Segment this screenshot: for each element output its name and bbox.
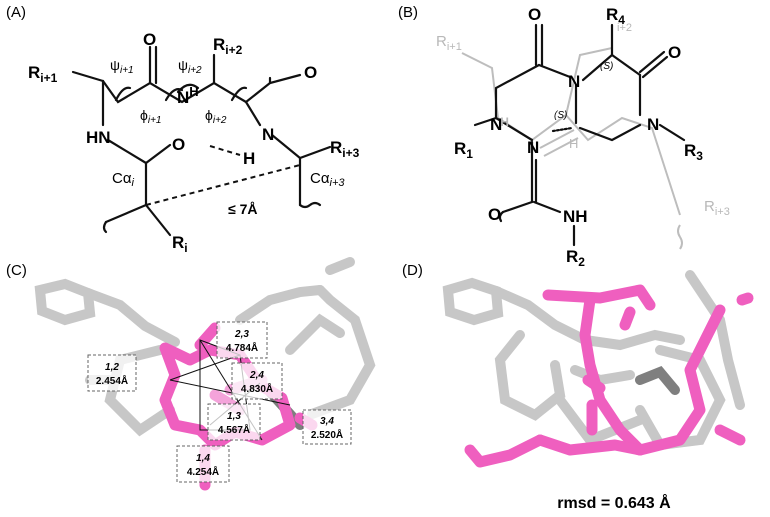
panel-a-r-i1: Ri+1	[28, 63, 58, 85]
panel-b-nh: NH	[563, 207, 588, 226]
panel-b-n1: N	[568, 72, 580, 91]
panel-b-r1: R1	[454, 139, 473, 161]
svg-text:2.454Å: 2.454Å	[96, 374, 128, 387]
panel-a-h-bond-h: H	[243, 149, 255, 168]
panel-a-phi-i1: ϕi+1	[140, 107, 161, 126]
panel-b-ghost-r-i1: Ri+1	[436, 33, 462, 53]
panel-b-bicyclic-core	[473, 23, 686, 247]
panel-b-n3: N	[647, 115, 659, 134]
panel-a-ca-i3: Cαi+3	[310, 170, 345, 189]
panel-a-letter: (A)	[6, 4, 26, 21]
panel-b-n-h: NH	[490, 115, 509, 134]
panel-a-n2: N	[262, 125, 274, 144]
distance-box-1-4: 1,4 4.254Å	[176, 445, 230, 483]
panel-c-letter: (C)	[6, 262, 27, 279]
panel-a: (A) Ri+1	[6, 4, 360, 255]
panel-b: (B) Ri+1 Ri+3 i+2 H	[398, 4, 730, 269]
panel-a-distance: ≤ 7Å	[228, 201, 257, 217]
panel-b-ghost-overlay: Ri+1 Ri+3 i+2 H	[436, 22, 730, 250]
svg-text:3,4: 3,4	[320, 416, 334, 427]
panel-b-ghost-h: H	[569, 136, 578, 151]
panel-b-r3: R3	[684, 141, 703, 163]
svg-text:2,4: 2,4	[249, 370, 264, 381]
panel-d-overlay-model	[442, 270, 754, 468]
panel-a-r-i2: Ri+2	[213, 35, 243, 57]
panel-a-phi-i2: ϕi+2	[205, 107, 227, 126]
distance-box-3-4: 3,4 2.520Å	[302, 409, 352, 445]
panel-b-ghost-i2: i+2	[617, 22, 632, 34]
panel-a-o1: O	[143, 30, 156, 49]
panel-a-psi-i1: ψi+1	[110, 57, 134, 76]
panel-b-ghost-r-i3: Ri+3	[704, 198, 730, 218]
panel-a-o3: O	[172, 135, 185, 154]
distance-box-1-3: 1,3 4.567Å	[207, 403, 261, 441]
panel-a-r-i: Ri	[172, 233, 188, 255]
svg-text:4.830Å: 4.830Å	[241, 382, 273, 395]
panel-b-o2: O	[668, 43, 681, 62]
svg-text:1,2: 1,2	[105, 362, 119, 373]
panel-a-hn: HN	[86, 128, 111, 147]
panel-a-psi-i2: ψi+2	[178, 57, 202, 76]
panel-b-letter: (B)	[398, 4, 418, 21]
panel-a-backbone	[71, 45, 332, 237]
panel-b-o1: O	[528, 5, 541, 24]
distance-box-2-3: 2,3 4.784Å	[216, 321, 268, 359]
svg-text:4.784Å: 4.784Å	[226, 341, 258, 354]
panel-b-r2: R2	[566, 247, 585, 269]
panel-b-o3: O	[488, 205, 501, 224]
panel-d-letter: (D)	[402, 262, 423, 279]
panel-a-n-h: NH	[177, 84, 199, 107]
svg-text:2.520Å: 2.520Å	[311, 428, 343, 441]
panel-b-stereo-2: (S)	[554, 110, 567, 121]
panel-c: (C) 1,2	[6, 257, 376, 491]
panel-a-torsion-arrows	[114, 83, 248, 102]
svg-text:1,3: 1,3	[227, 411, 241, 422]
panel-c-distance-boxes: 1,2 2.454Å 2,3 4.784Å 2,4 4.830Å 1,3 4.5…	[87, 321, 352, 483]
distance-box-2-4: 2,4 4.830Å	[231, 362, 283, 400]
panel-a-ca-i: Cαi	[112, 170, 135, 189]
panel-b-r4: R4	[606, 5, 625, 27]
panel-b-stereo-1: (S)	[600, 61, 613, 72]
svg-text:1,4: 1,4	[196, 453, 210, 464]
svg-text:4.567Å: 4.567Å	[218, 423, 250, 436]
panel-a-o2: O	[304, 63, 317, 82]
distance-box-1-2: 1,2 2.454Å	[87, 354, 137, 392]
svg-text:4.254Å: 4.254Å	[187, 465, 219, 478]
panel-a-r-i3: Ri+3	[330, 138, 360, 160]
panel-d-rmsd: rmsd = 0.643 Å	[557, 493, 671, 512]
panel-d: (D) rmsd = 0.643 Å	[402, 262, 754, 512]
panel-b-n2: N	[527, 138, 539, 157]
svg-text:2,3: 2,3	[234, 329, 249, 340]
